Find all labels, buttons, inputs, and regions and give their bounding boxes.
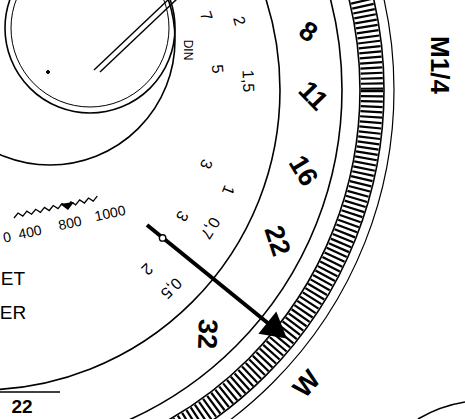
dial-rings [0,0,394,419]
scale-text: ER [0,303,26,322]
frame-lines [0,392,465,419]
din-number: 7 [197,10,215,23]
din-number: 3 [173,208,191,224]
f-stop-number: 22 [259,223,294,260]
aperture-number: 0,5 [157,274,184,301]
aperture-number: 1,5 [239,69,256,92]
exposure-scale [13,196,98,218]
figure-number: 22 [11,397,32,416]
meter-window [0,0,178,165]
scale-number: 0 [2,229,13,244]
din-number: 5 [209,64,226,74]
scale-text: ET [1,269,25,288]
din-label: DIN [182,39,194,60]
din-number: 3 [197,157,215,170]
scale-number: 1000 [93,203,126,223]
din-number: 2 [138,260,155,278]
mode-mark: W [288,366,325,403]
aperture-number: 1 [219,183,237,197]
f-stop-number: 8 [294,17,322,48]
scale-number: 400 [17,223,43,242]
f-stop-number: 11 [293,76,332,115]
mode-mark: M1/4 [427,36,453,94]
f-stop-number: 16 [284,151,323,191]
f-stop-number: 32 [193,318,221,349]
aperture-number: 0,7 [197,214,222,241]
aperture-number: 2 [230,14,248,27]
scale-number: 800 [57,214,83,233]
